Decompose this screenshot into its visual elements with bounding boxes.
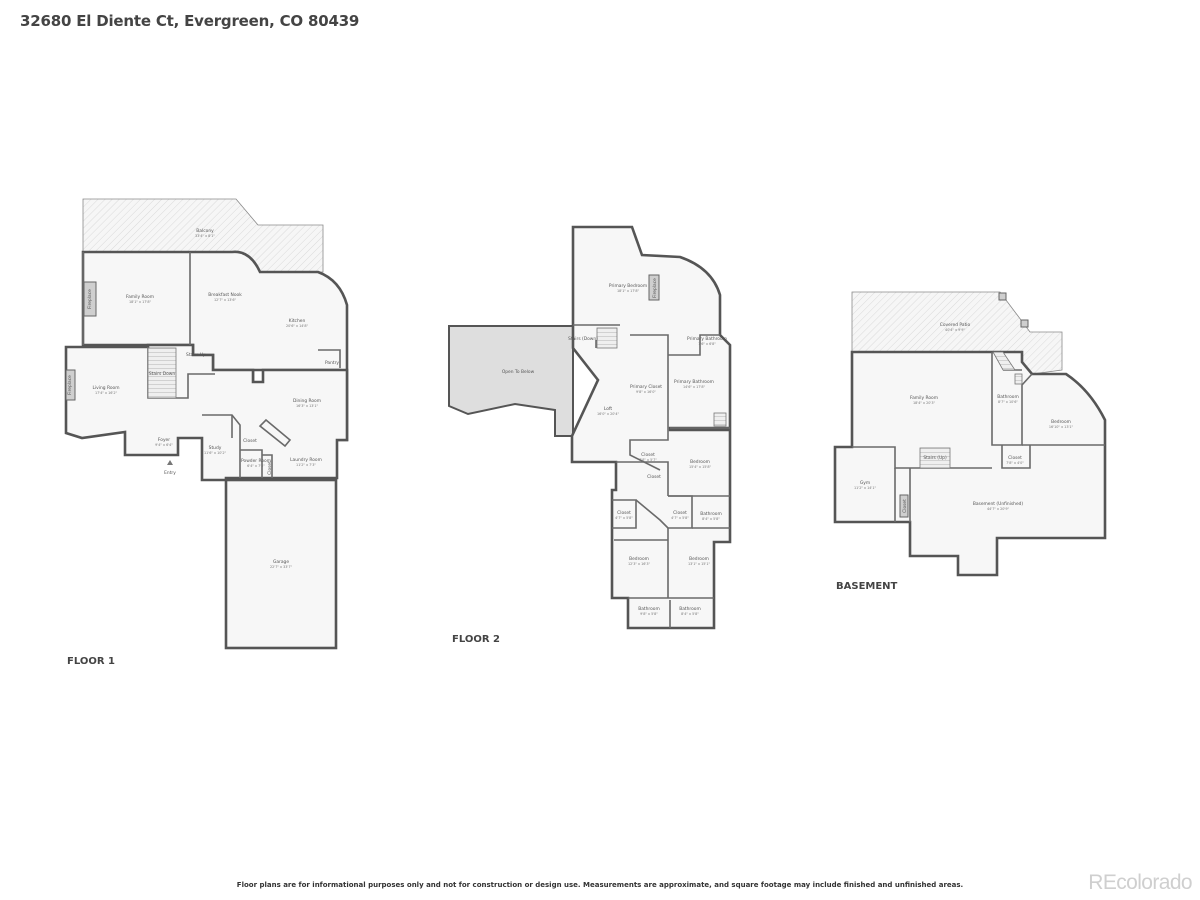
f2-dims-primary-bedroom: 18'1" x 17'8" [617, 289, 640, 293]
f2-dims-closet-d: 4'7" x 5'8" [671, 516, 689, 520]
floor-1-plan: Balcony 33'4" x 8'1" Family Room 18'1" x… [64, 198, 349, 667]
f1-dims-balcony: 33'4" x 8'1" [195, 234, 215, 238]
f1-label-garage: Garage [273, 559, 289, 565]
f2-open-to-below [448, 325, 574, 437]
f1-fireplace-a [83, 281, 97, 317]
f1-garage [224, 478, 338, 650]
f1-label-foyer: Foyer [158, 437, 170, 443]
f2-label-bathroom-b: Bathroom [638, 606, 660, 612]
f1-label-stairs-up: Stairs Up [186, 352, 206, 358]
basement-label: BASEMENT [836, 581, 898, 592]
f1-label-kitchen: Kitchen [289, 318, 306, 324]
f1-dims-laundry-room: 11'2" x 7'3" [296, 463, 316, 467]
basement-plan: Covered Patio 40'4" x 9'9" Family Room 1… [833, 291, 1107, 592]
f2-dims-primary-bath-small: 7'6" x 6'8" [698, 342, 716, 346]
page-title: 32680 El Diente Ct, Evergreen, CO 80439 [20, 12, 360, 30]
floor-2-label: FLOOR 2 [452, 634, 500, 645]
brand-logo: REcolorado [1088, 871, 1192, 894]
f2-dims-bedroom-b: 12'3" x 16'3" [628, 562, 651, 566]
f1-dims-living-room: 17'4" x 16'2" [95, 391, 118, 395]
f1-dims-foyer: 9'4" x 6'4" [155, 443, 173, 447]
f1-label-closet-b: Closet [267, 461, 273, 475]
bsmt-dims-unfinished: 44'7" x 20'9" [987, 507, 1010, 511]
f1-dims-breakfast-nook: 12'7" x 13'6" [214, 298, 237, 302]
f1-label-dining-room: Dining Room [293, 398, 321, 404]
f2-dims-loft: 16'0" x 20'4" [597, 412, 620, 416]
f1-dims-study: 11'6" x 10'2" [204, 451, 227, 455]
bsmt-dims-bathroom: 8'7" x 10'6" [998, 400, 1018, 404]
bsmt-dims-covered-patio: 40'4" x 9'9" [945, 328, 965, 332]
bsmt-dims-family-room: 18'4" x 20'3" [913, 401, 936, 405]
f1-label-family-room: Family Room [126, 294, 154, 300]
f2-label-primary-bedroom: Primary Bedroom [609, 283, 647, 289]
f2-label-bedroom-c: Bedroom [689, 556, 709, 562]
bsmt-label-covered-patio: Covered Patio [940, 322, 971, 328]
f1-label-powder-room: Powder Room [241, 458, 271, 464]
f2-label-loft: Loft [604, 406, 613, 412]
f2-label-stairs-down: Stairs (Down) [568, 336, 598, 342]
f2-label-bathroom-a: Bathroom [700, 511, 722, 517]
bsmt-label-stairs-up: Stairs (Up) [923, 455, 947, 461]
f2-label-fireplace: Fireplace [652, 278, 658, 298]
f1-label-closet-a: Closet [243, 438, 257, 444]
bsmt-dims-bedroom: 16'10" x 13'1" [1049, 425, 1074, 429]
f1-fireplace-b [65, 369, 76, 401]
disclaimer: Floor plans are for informational purpos… [236, 881, 964, 889]
f2-dims-bedroom-c: 13'1" x 15'1" [688, 562, 711, 566]
f2-dims-bathroom-c: 8'4" x 5'8" [681, 612, 699, 616]
f1-dims-kitchen: 20'6" x 14'8" [286, 324, 309, 328]
bsmt-label-closet: Closet [1008, 455, 1022, 461]
f1-label-fireplace-b: Fireplace [67, 375, 73, 395]
f2-dims-closet-a: 7'8" x 5'7" [639, 458, 657, 462]
f1-label-balcony: Balcony [196, 228, 214, 234]
f1-dims-family-room: 18'1" x 17'8" [129, 300, 152, 304]
f1-dims-garage: 22'7" x 33'7" [270, 565, 293, 569]
f1-label-pantry: Pantry [325, 360, 339, 366]
f1-label-stairs-down: Stairs Down [149, 371, 176, 377]
bsmt-label-bathroom: Bathroom [997, 394, 1019, 400]
f2-dims-closet-c: 4'7" x 5'8" [615, 516, 633, 520]
f2-dims-bathroom-b: 9'8" x 5'8" [640, 612, 658, 616]
f2-label-bathroom-c: Bathroom [679, 606, 701, 612]
f1-dims-dining-room: 16'3" x 13'1" [296, 404, 319, 408]
floor-1-label: FLOOR 1 [67, 656, 115, 667]
f1-label-breakfast-nook: Breakfast Nook [208, 292, 242, 298]
f2-dims-primary-bathroom: 14'6" x 17'8" [683, 385, 706, 389]
f2-label-bedroom-b: Bedroom [629, 556, 649, 562]
bsmt-label-unfinished: Basement (Unfinished) [973, 501, 1024, 507]
f1-label-laundry-room: Laundry Room [290, 457, 322, 463]
f1-label-study: Study [209, 445, 222, 451]
f2-label-primary-bathroom: Primary Bathroom [674, 379, 714, 385]
f2-label-bedroom-a: Bedroom [690, 459, 710, 465]
bsmt-label-family-room: Family Room [910, 395, 938, 401]
bsmt-dims-gym: 11'2" x 14'1" [854, 486, 877, 490]
entry-arrow-icon [167, 460, 173, 465]
f2-dims-bathroom-a: 8'4" x 5'8" [702, 517, 720, 521]
f2-label-open-to-below: Open To Below [502, 369, 535, 375]
f1-label-fireplace-a: Fireplace [87, 289, 93, 309]
f1-label-entry: Entry [164, 470, 176, 476]
f2-label-closet-a: Closet [641, 452, 655, 458]
f1-label-living-room: Living Room [93, 385, 120, 391]
f2-dims-bedroom-a: 15'4" x 15'8" [689, 465, 712, 469]
bsmt-label-bedroom: Bedroom [1051, 419, 1071, 425]
f2-fireplace [648, 274, 660, 301]
f1-stairs-down [147, 347, 177, 399]
f2-label-primary-bath-small: Primary Bathroom [687, 336, 727, 342]
f2-label-closet-b: Closet [647, 474, 661, 480]
f1-dims-powder-room: 6'4" x 7'4" [247, 464, 265, 468]
f2-dims-primary-closet: 9'8" x 16'0" [636, 390, 656, 394]
bsmt-label-gym: Gym [860, 480, 870, 486]
f2-label-closet-d: Closet [673, 510, 687, 516]
bsmt-label-closet-side: Closet [902, 499, 908, 513]
bsmt-dims-closet: 7'8" x 4'0" [1006, 461, 1024, 465]
bsmt-stairs-up [919, 447, 951, 469]
f2-label-primary-closet: Primary Closet [630, 384, 662, 390]
f2-label-closet-c: Closet [617, 510, 631, 516]
floor-2-plan: Primary Bedroom 18'1" x 17'8" Fireplace … [448, 225, 732, 645]
f2-stairs-down [596, 327, 618, 349]
